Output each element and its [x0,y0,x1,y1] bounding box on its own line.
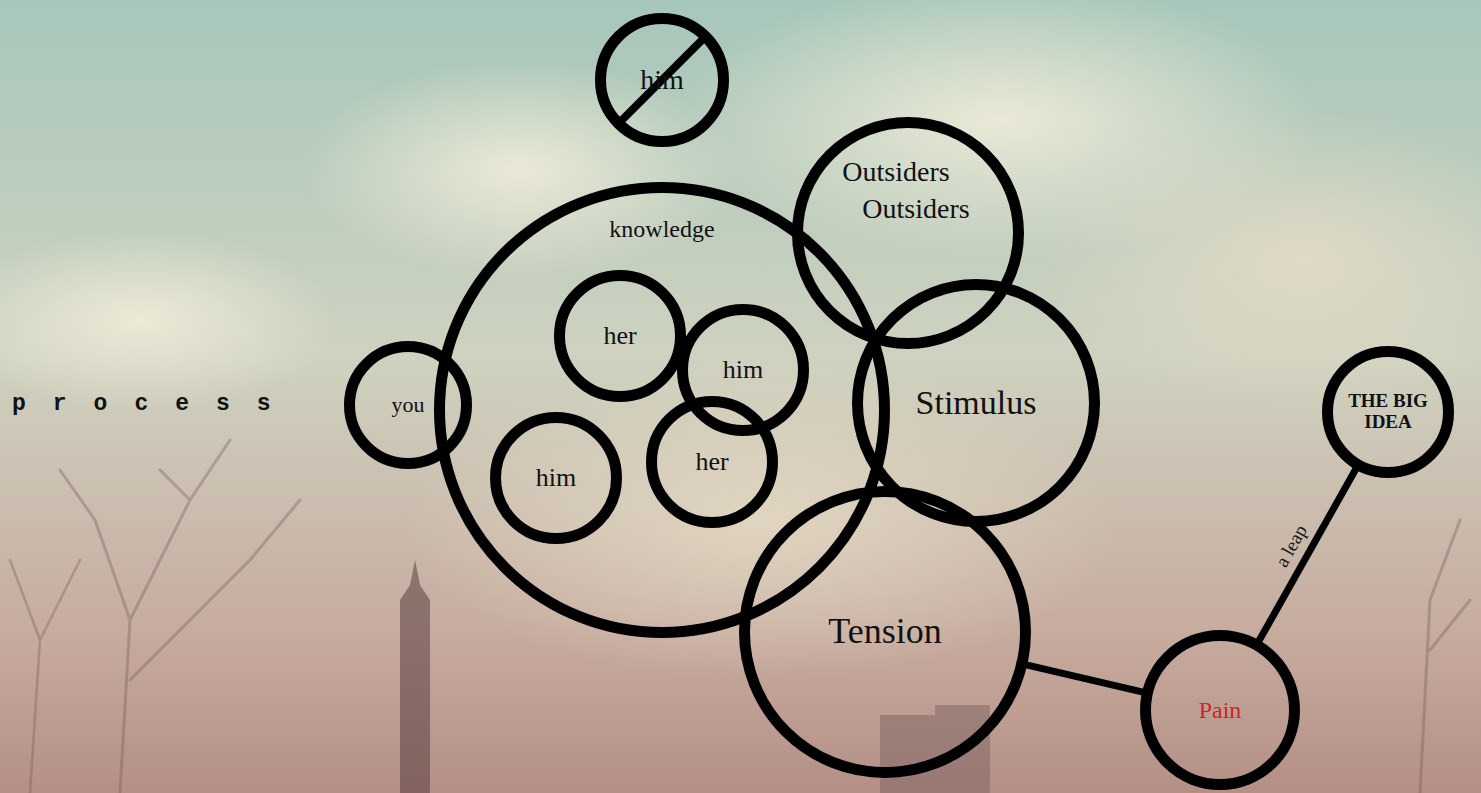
node-text: him [536,464,576,493]
person-circle: him [490,412,622,544]
person-circle: her [554,270,686,402]
node-text: her [695,448,728,477]
node-text: you [392,393,425,417]
node-text: Stimulus [916,384,1037,421]
big-idea-circle: THE BIG IDEA [1322,346,1454,478]
outsiders-circle: OutsidersOutsiders [792,117,1024,349]
node-text: knowledge [609,216,714,242]
connector-stroke [1025,665,1144,693]
node-text: Outsiders [842,157,949,188]
circle-ring [560,276,681,397]
connector-line [1258,468,1356,642]
you-circle: you [344,341,472,469]
circle-ring [858,285,1095,522]
knowledge-circle: knowledge her him him her [434,182,890,638]
strike-slash [619,37,706,124]
circle-ring [350,347,467,464]
circle-ring [440,188,885,633]
crossed-circle: him [595,13,729,147]
edge-label: a leap [1271,521,1312,571]
pain-circle: Pain [1140,630,1300,790]
circle-ring [601,19,724,142]
node-text: Outsiders [862,194,969,225]
circle-ring [1146,636,1295,785]
tension-circle: Tension [739,486,1031,778]
node-text: him [638,65,686,96]
connector-line [1025,665,1144,693]
node-text: him [723,356,763,385]
process-label: process [12,391,298,417]
circle-ring [496,418,617,539]
circle-ring [1328,352,1449,473]
circle-ring [652,402,773,523]
circle-outline [434,182,890,638]
connector-stroke [1258,468,1356,642]
node-text: her [603,322,636,351]
node-text: Pain [1199,697,1242,723]
node-text: Tension [828,612,941,652]
circle-ring [745,492,1026,773]
person-circle: her [646,396,778,528]
node-text: THE BIG IDEA [1348,391,1428,433]
circle-outline [792,117,1024,349]
